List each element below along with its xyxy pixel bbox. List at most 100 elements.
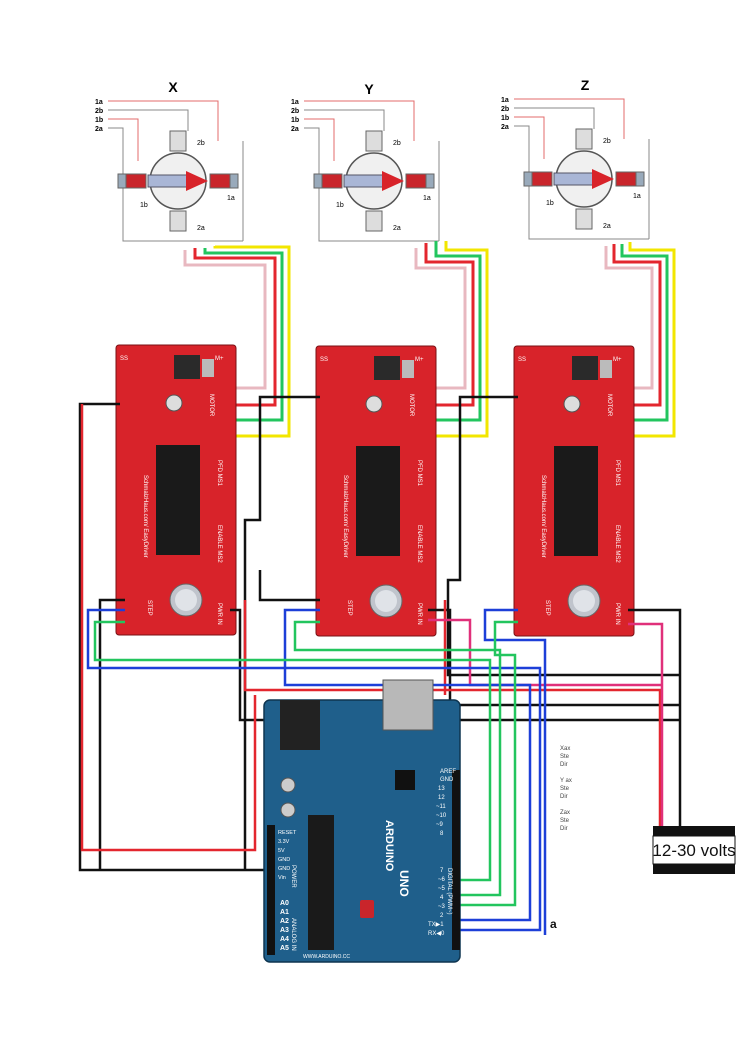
motor-x-pin-2b: 2b [95,108,103,115]
arduino-uno: ARDUINO UNO DIGITAL (PWM~) POWER ANALOG … [263,679,461,963]
motor-y-coil-2a: 2a [393,225,401,232]
power-supply-label: 12-30 volts [652,841,735,860]
pin-reset: RESET [278,830,297,836]
pin-4: 4 [440,895,444,901]
note-x-ste: Ste [560,754,570,760]
easydriver-x: MOTOR PFD MS1 ENABLE MS2 STEP PWR IN Sch… [115,344,237,636]
pin-a0: A0 [280,900,289,907]
note-xax: Xax [560,746,570,752]
driver-y-motor-label: MOTOR [408,394,414,417]
motor-y-pin-2b: 2b [291,108,299,115]
driver-x-enable-label: ENABLE MS2 [216,525,222,563]
axis-label-y: Y [364,81,374,97]
motor-z-coil-1b: 1b [546,200,554,207]
arduino-brand: ARDUINO [383,820,395,872]
arduino-digital-pins: 13 12 ~11 ~10 ~9 8 7 ~6 ~5 4 ~3 2 TX▶1 R… [428,786,447,937]
pin-1: TX▶1 [428,922,444,928]
arduino-analog-label: ANALOG IN [290,918,296,951]
easydriver-z: MOTOR PFD MS1 ENABLE MS2 STEP PWR IN Sch… [513,345,635,637]
note-zax: Zax [560,810,570,816]
motor-y-pin-1b: 1b [291,117,299,124]
note-y-ste: Ste [560,786,570,792]
power-supply: 12-30 volts [652,826,736,874]
driver-y-ss: SS [320,357,328,363]
axis-label-x: X [168,79,178,95]
arduino-digital-label: DIGITAL (PWM~) [446,868,452,915]
note-z-dir: Dir [560,826,568,832]
motor-z-pin-1a: 1a [501,97,509,104]
motor-y-pin-1a: 1a [291,99,299,106]
pin-9: ~9 [436,822,444,828]
stepper-motor-z: 1a 2b 1b 2a 2b 1b 1a 2a [501,97,650,240]
arduino-gnd: GND [440,777,454,783]
driver-x-pfd-label: PFD MS1 [216,460,222,487]
note-z-ste: Ste [560,818,570,824]
driver-z-ss: SS [518,357,526,363]
pin-8: 8 [440,831,444,837]
easydriver-y: MOTOR PFD MS1 ENABLE MS2 STEP PWR IN Sch… [315,345,437,637]
driver-z-m-plus: M+ [613,357,622,363]
motor-x-coil-1b: 1b [140,202,148,209]
arduino-model: UNO [397,870,411,897]
motor-z-coil-1a: 1a [633,193,641,200]
pin-7: 7 [440,868,444,874]
driver-z-enable-label: ENABLE MS2 [614,525,620,563]
stepper-motor-y: 1a 2b 1b 2a 2b 1b 1a 2a [291,99,440,242]
driver-x-m-plus: M+ [215,356,224,362]
driver-x-pwr-label: PWR IN [216,603,222,625]
marker-label: a [550,917,557,931]
pin-12: 12 [438,795,445,801]
motor-z-coil-2b: 2b [603,138,611,145]
driver-z-motor-label: MOTOR [606,394,612,417]
arduino-power-pins: RESET 3.3V 5V GND GND Vin [278,830,297,881]
driver-x-brand: SchmalzHaus.com/ EasyDriver [142,475,148,558]
motor-z-coil-2a: 2a [603,223,611,230]
driver-y-pfd-label: PFD MS1 [416,460,422,487]
pin-a4: A4 [280,936,289,943]
motor-x-pin-1a: 1a [95,99,103,106]
motor-x-pin-2a: 2a [95,126,103,133]
pin-0: RX◀0 [428,931,445,937]
pin-vin: Vin [278,875,286,881]
motor-y-coil-1b: 1b [336,202,344,209]
pin-a2: A2 [280,918,289,925]
driver-z-pfd-label: PFD MS1 [614,460,620,487]
arduino-analog-pins: A0 A1 A2 A3 A4 A5 [280,900,289,952]
pin-6: ~6 [438,877,446,883]
note-x-dir: Dir [560,762,568,768]
driver-z-brand: SchmalzHaus.com/ EasyDriver [540,475,546,558]
pin-gnd-2: GND [278,866,290,872]
driver-y-brand: SchmalzHaus.com/ EasyDriver [342,475,348,558]
motor-wires [183,241,676,438]
motor-x-coil-1a: 1a [227,195,235,202]
pin-gnd-1: GND [278,857,290,863]
arduino-url: WWW.ARDUINO.CC [303,954,350,960]
driver-y-m-plus: M+ [415,357,424,363]
pin-10: ~10 [436,813,447,819]
pin-13: 13 [438,786,445,792]
motor-z-pin-2b: 2b [501,106,509,113]
driver-y-pwr-label: PWR IN [416,603,422,625]
pin-3v3: 3.3V [278,839,290,845]
driver-z-pwr-label: PWR IN [614,603,620,625]
motor-y-coil-1a: 1a [423,195,431,202]
driver-y-enable-label: ENABLE MS2 [416,525,422,563]
motor-z-pin-1b: 1b [501,115,509,122]
driver-z-step-label: STEP [544,600,550,616]
driver-x-ss: SS [120,356,128,362]
control-wires [78,395,682,935]
motor-x-pin-1b: 1b [95,117,103,124]
motor-y-coil-2b: 2b [393,140,401,147]
motor-x-coil-2a: 2a [197,225,205,232]
motor-x-coil-2b: 2b [197,140,205,147]
arduino-aref: AREF [440,769,456,775]
driver-x-motor-label: MOTOR [208,394,214,417]
pin-5: ~5 [438,886,446,892]
pin-a5: A5 [280,945,289,952]
pin-5v: 5V [278,848,285,854]
pin-a1: A1 [280,909,289,916]
pin-2: 2 [440,913,444,919]
arduino-power-label: POWER [290,865,296,888]
